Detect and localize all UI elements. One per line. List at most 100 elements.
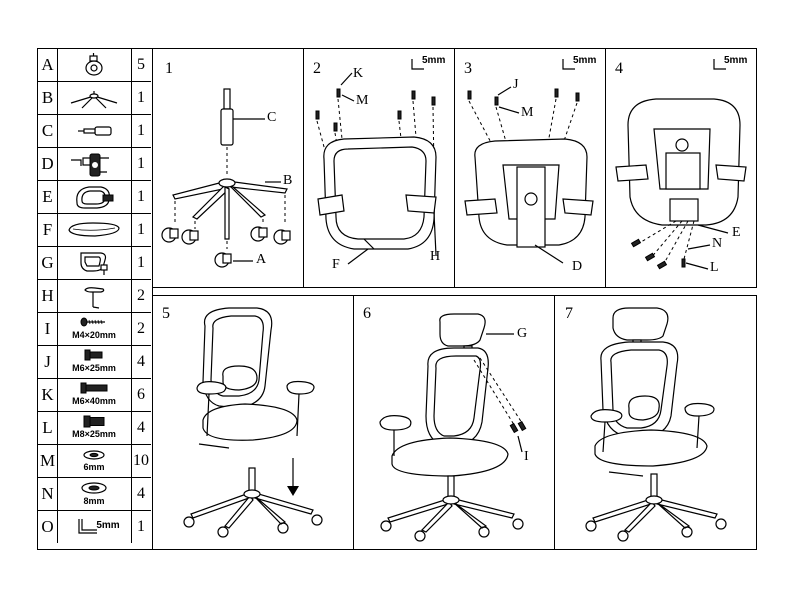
- part-size-label: 6mm: [83, 462, 105, 472]
- part-row-m: M 6mm 10: [38, 445, 151, 478]
- part-letter: D: [38, 148, 58, 180]
- step-4-panel: 4 5mm E N L: [605, 48, 757, 288]
- part-size-label: M6×40mm: [72, 396, 116, 406]
- part-row-i: I M4×20mm 2: [38, 313, 151, 346]
- part-letter: F: [38, 214, 58, 246]
- step-7-panel: 7: [554, 295, 757, 550]
- base-assembly-illustration: [161, 88, 291, 268]
- tool-size-label: 5mm: [422, 55, 446, 66]
- seat-underside-illustration: [315, 72, 437, 265]
- seat-cushion-icon: [57, 214, 132, 246]
- callout-label: F: [332, 257, 340, 272]
- callout-label: L: [710, 260, 719, 275]
- step-number: 7: [565, 305, 573, 322]
- chair-base-icon: [57, 82, 132, 114]
- callout-label: G: [517, 326, 528, 341]
- step-3-panel: 3 5mm J M D: [454, 48, 606, 288]
- screw-icon: M4×20mm: [57, 313, 132, 345]
- allen-key-icon: 5mm: [57, 511, 132, 543]
- part-letter: O: [38, 511, 58, 543]
- step-number: 3: [464, 60, 472, 77]
- part-quantity: 1: [137, 89, 145, 106]
- part-quantity: 4: [137, 353, 145, 370]
- callout-label: A: [256, 252, 267, 267]
- step-1-panel: 1 C B A: [152, 48, 304, 288]
- callout-label: H: [430, 249, 441, 264]
- step-number: 4: [615, 60, 623, 77]
- chair-assembly-illustration: [183, 307, 323, 538]
- part-row-l: L M8×25mm 4: [38, 412, 151, 445]
- armrest-icon: [57, 280, 132, 312]
- part-quantity: 2: [137, 320, 145, 337]
- callout-label: I: [524, 449, 529, 464]
- part-row-g: G 1: [38, 247, 151, 280]
- bolt-icon: M6×40mm: [57, 379, 132, 411]
- part-quantity: 1: [137, 518, 145, 535]
- part-quantity: 10: [133, 452, 149, 469]
- parts-list-table: A 5 B 1 C 1 D 1 E 1 F 1: [37, 48, 153, 550]
- callout-label: M: [521, 105, 534, 120]
- part-size-label: 8mm: [83, 496, 105, 506]
- caster-wheel-icon: [57, 49, 132, 81]
- mechanism-mounting-illustration: [464, 86, 594, 264]
- part-quantity: 6: [137, 386, 145, 403]
- part-row-d: D 1: [38, 148, 151, 181]
- part-letter: K: [38, 379, 58, 411]
- callout-label: E: [732, 225, 741, 240]
- part-row-f: F 1: [38, 214, 151, 247]
- washer-icon: 8mm: [57, 478, 132, 510]
- part-letter: H: [38, 280, 58, 312]
- headrest-icon: [57, 247, 132, 279]
- part-quantity: 2: [137, 287, 145, 304]
- backrest-attachment-illustration: [615, 98, 747, 270]
- callout-label: N: [712, 236, 723, 251]
- part-row-o: O 5mm 1: [38, 511, 151, 544]
- part-letter: I: [38, 313, 58, 345]
- part-row-j: J M6×25mm 4: [38, 346, 151, 379]
- part-size-label: M4×20mm: [72, 330, 116, 340]
- tilt-mechanism-icon: [57, 148, 132, 180]
- part-quantity: 5: [137, 56, 145, 73]
- part-size-label: 5mm: [96, 520, 120, 531]
- part-letter: B: [38, 82, 58, 114]
- part-row-b: B 1: [38, 82, 151, 115]
- headrest-installation-illustration: [379, 313, 527, 542]
- part-letter: N: [38, 478, 58, 510]
- allen-key-icon: [562, 59, 575, 70]
- step-number: 5: [162, 305, 170, 322]
- callout-label: D: [572, 259, 583, 274]
- callout-label: B: [283, 173, 293, 188]
- washer-icon: 6mm: [57, 445, 132, 477]
- part-letter: A: [38, 49, 58, 81]
- tool-size-label: 5mm: [724, 55, 748, 66]
- step-6-panel: 6 G I: [353, 295, 555, 550]
- part-quantity: 1: [137, 221, 145, 238]
- part-quantity: 1: [137, 122, 145, 139]
- part-quantity: 4: [137, 419, 145, 436]
- step-number: 6: [363, 305, 371, 322]
- backrest-icon: [57, 181, 132, 213]
- step-number: 1: [165, 60, 173, 77]
- part-row-e: E 1: [38, 181, 151, 214]
- callout-label: M: [356, 93, 369, 108]
- step-2-panel: 2 5mm K M F H: [303, 48, 455, 288]
- part-row-n: N 8mm 4: [38, 478, 151, 511]
- completed-chair-illustration: [585, 307, 727, 542]
- part-quantity: 1: [137, 155, 145, 172]
- part-row-h: H 2: [38, 280, 151, 313]
- tool-size-label: 5mm: [573, 55, 597, 66]
- part-quantity: 1: [137, 254, 145, 271]
- part-letter: G: [38, 247, 58, 279]
- step-number: 2: [313, 60, 321, 77]
- part-letter: M: [38, 445, 58, 477]
- part-size-label: M8×25mm: [72, 429, 116, 439]
- part-row-c: C 1: [38, 115, 151, 148]
- bolt-icon: M6×25mm: [57, 346, 132, 378]
- part-letter: J: [38, 346, 58, 378]
- part-quantity: 1: [137, 188, 145, 205]
- callout-label: J: [513, 77, 519, 92]
- allen-key-icon: [713, 59, 726, 70]
- callout-label: C: [267, 110, 277, 125]
- part-letter: E: [38, 181, 58, 213]
- bolt-icon: M8×25mm: [57, 412, 132, 444]
